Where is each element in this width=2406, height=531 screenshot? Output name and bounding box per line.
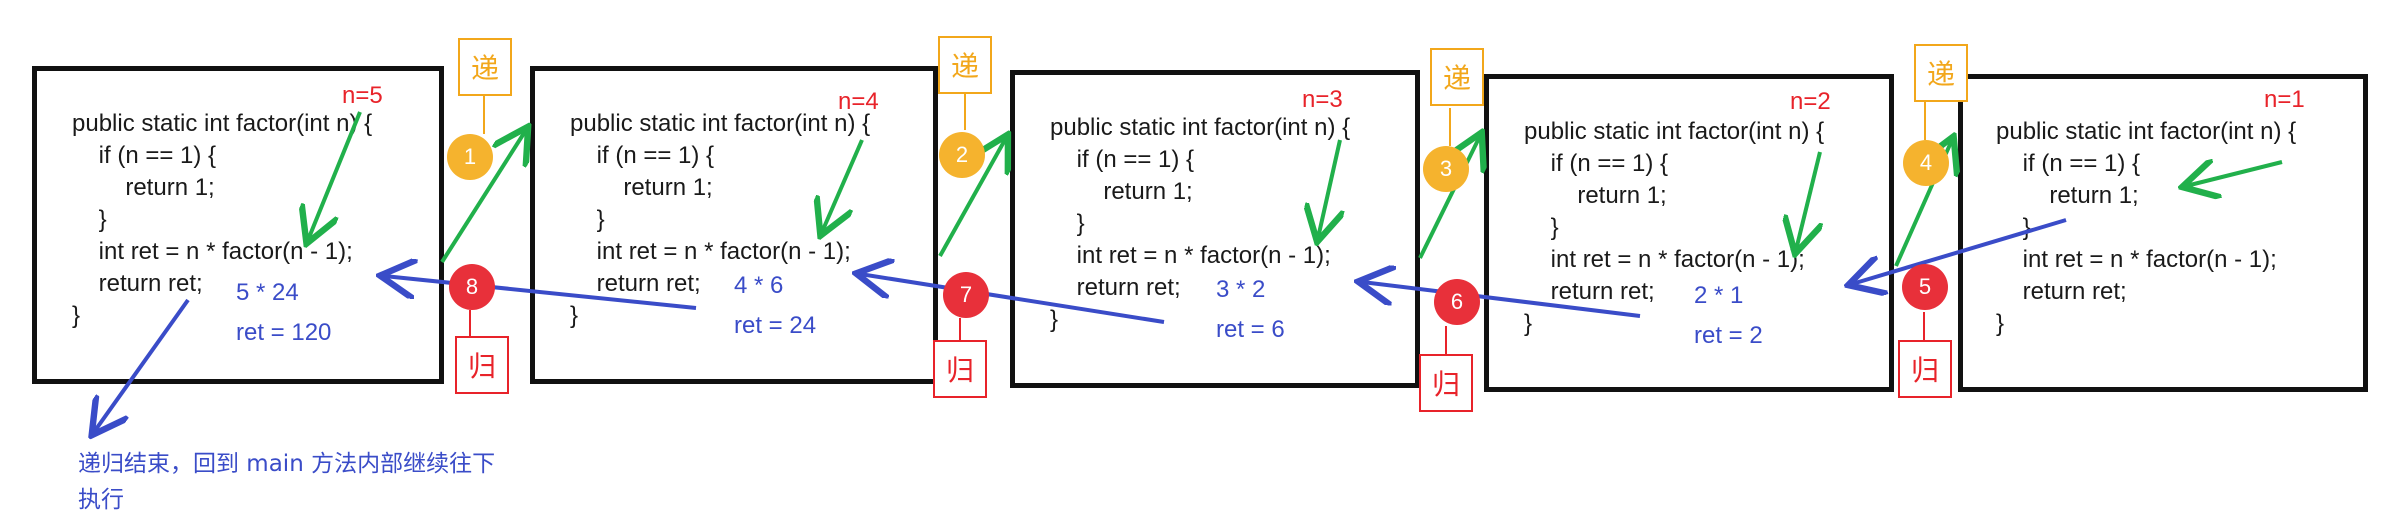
calc-expression: 2 * 1 (1694, 282, 1744, 309)
code-line: return 1; (1996, 182, 2139, 209)
exit-arrow (94, 298, 190, 432)
code-line: return 1; (570, 174, 713, 201)
code-line: int ret = n * factor(n - 1); (1050, 242, 1331, 269)
stack-frame-n3 (1010, 70, 1420, 388)
recurse-arrow (440, 130, 526, 264)
ret-value: ret = 120 (236, 319, 332, 346)
code-line: } (570, 206, 605, 233)
stack-frame-n5 (32, 66, 444, 384)
return-arrow (860, 274, 1165, 324)
call-pointer-arrow (308, 111, 362, 240)
code-line: } (1996, 214, 2031, 241)
step-badge-1: 1 (447, 134, 493, 180)
step-badge-7: 7 (943, 272, 989, 318)
code-line: return 1; (72, 174, 215, 201)
code-line: return ret; (72, 270, 203, 297)
step-badge-5: 5 (1902, 264, 1948, 310)
code-line: } (1050, 210, 1085, 237)
return-tag: 归 (455, 336, 509, 394)
code-line: } (570, 302, 579, 329)
code-line: public static int factor(int n) { (1996, 118, 2297, 145)
ret-value: ret = 2 (1694, 322, 1763, 349)
n-label: n=3 (1302, 86, 1343, 113)
calc-expression: 4 * 6 (734, 272, 784, 299)
frame-code: public static int factor(int n) { if (n … (72, 108, 372, 332)
recurse-tag: 递 (1914, 44, 1968, 102)
step-badge-4: 4 (1903, 140, 1949, 186)
code-line: if (n == 1) { (1524, 150, 1669, 177)
code-line: } (1996, 310, 2005, 337)
code-line: } (72, 206, 107, 233)
code-line: public static int factor(int n) { (1050, 114, 1351, 141)
frame-code: public static int factor(int n) { if (n … (1050, 112, 1350, 336)
step-badge-8: 8 (449, 264, 495, 310)
code-line: if (n == 1) { (1050, 146, 1195, 173)
recurse-tag: 递 (1430, 48, 1484, 106)
call-pointer-arrow (822, 139, 864, 232)
step-badge-2: 2 (939, 132, 985, 178)
code-line: return ret; (570, 270, 701, 297)
return-arrow (1852, 218, 2067, 284)
return-tag: 归 (1419, 354, 1473, 412)
recurse-tag: 递 (458, 38, 512, 96)
code-line: return ret; (1996, 278, 2127, 305)
code-line: return 1; (1524, 182, 1667, 209)
code-line: if (n == 1) { (570, 142, 715, 169)
return-tag: 归 (933, 340, 987, 398)
end-note: 递归结束，回到 main 方法内部继续往下执行 (78, 451, 496, 513)
code-line: if (n == 1) { (1996, 150, 2141, 177)
n-label: n=1 (2264, 86, 2305, 113)
calc-expression: 3 * 2 (1216, 276, 1266, 303)
code-line: } (72, 302, 81, 329)
code-line: if (n == 1) { (72, 142, 217, 169)
n-label: n=5 (342, 82, 383, 109)
code-line: int ret = n * factor(n - 1); (1996, 246, 2277, 273)
call-pointer-arrow (1318, 139, 1340, 238)
code-line: } (1050, 306, 1059, 333)
code-line: int ret = n * factor(n - 1); (570, 238, 851, 265)
code-line: public static int factor(int n) { (570, 110, 871, 137)
call-pointer-arrow (1796, 151, 1820, 250)
return-arrow (384, 276, 697, 310)
stack-frame-n2 (1484, 74, 1894, 392)
recurse-tag: 递 (938, 36, 992, 94)
frame-code: public static int factor(int n) { if (n … (1996, 116, 2296, 340)
code-line: return ret; (1524, 278, 1655, 305)
code-line: return 1; (1050, 178, 1193, 205)
code-line: return ret; (1050, 274, 1181, 301)
step-badge-6: 6 (1434, 279, 1480, 325)
stack-frame-n4 (530, 66, 938, 384)
n-label: n=2 (1790, 88, 1831, 115)
n-label: n=4 (838, 88, 879, 115)
step-badge-3: 3 (1423, 146, 1469, 192)
calc-expression: 5 * 24 (236, 279, 299, 306)
ret-value: ret = 24 (734, 312, 817, 339)
code-line: } (1524, 214, 1559, 241)
return-arrow (1362, 282, 1641, 318)
ret-value: ret = 6 (1216, 316, 1285, 343)
code-line: } (1524, 310, 1533, 337)
return-tag: 归 (1898, 340, 1952, 398)
code-line: public static int factor(int n) { (1524, 118, 1825, 145)
frame-code: public static int factor(int n) { if (n … (570, 108, 870, 332)
base-case-pointer-arrow (2186, 162, 2283, 186)
recurse-arrow (1418, 136, 1480, 259)
recurse-arrow (938, 138, 1006, 257)
code-line: public static int factor(int n) { (72, 110, 373, 137)
